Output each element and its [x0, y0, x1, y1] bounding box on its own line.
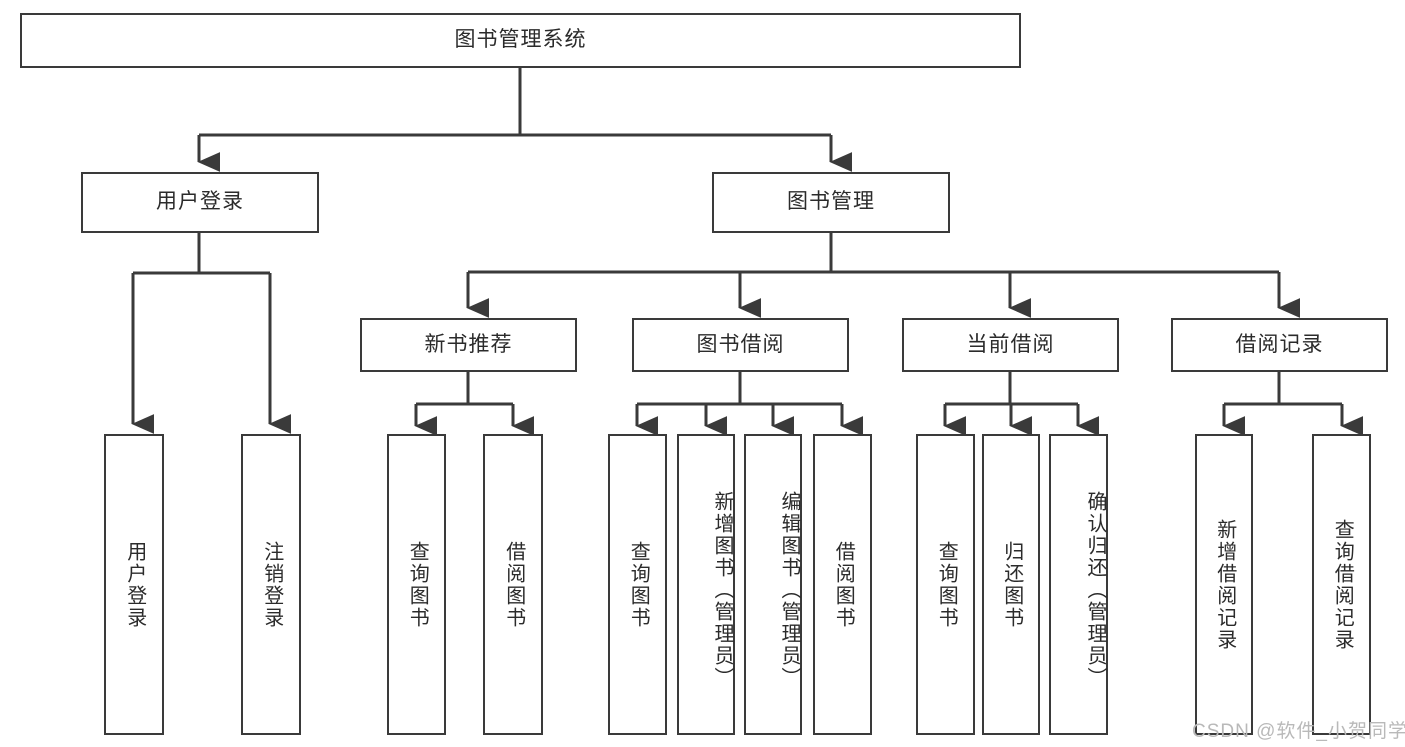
node-user-login[interactable]: 用户登录	[81, 172, 319, 233]
leaf-logout-login[interactable]: 注销登录	[241, 434, 301, 735]
node-label: 新增图书（管理员）	[711, 490, 733, 689]
node-current-borrow[interactable]: 当前借阅	[902, 318, 1119, 372]
leaf-borrow-book[interactable]: 借阅图书	[813, 434, 872, 735]
node-label: 图书借阅	[696, 332, 785, 356]
leaf-edit-book-admin[interactable]: 编辑图书（管理员）	[744, 434, 802, 735]
node-label: 用户登录	[156, 190, 244, 214]
node-label: 图书管理	[787, 190, 875, 214]
node-label: 查询图书	[406, 540, 429, 629]
node-label: 图书管理系统	[454, 28, 587, 52]
node-label: 用户登录	[123, 540, 146, 629]
leaf-query-book-borrow[interactable]: 查询图书	[608, 434, 667, 735]
node-label: 查询借阅记录	[1331, 518, 1354, 651]
leaf-user-login[interactable]: 用户登录	[104, 434, 164, 735]
node-borrow-record[interactable]: 借阅记录	[1171, 318, 1388, 372]
leaf-add-borrow-record[interactable]: 新增借阅记录	[1195, 434, 1253, 735]
node-label: 查询图书	[627, 540, 650, 629]
leaf-query-book-recommend[interactable]: 查询图书	[387, 434, 446, 735]
leaf-add-book-admin[interactable]: 新增图书（管理员）	[677, 434, 735, 735]
leaf-query-book-current[interactable]: 查询图书	[916, 434, 975, 735]
node-label: 编辑图书（管理员）	[778, 490, 800, 689]
csdn-watermark: CSDN @软件_小贺同学	[1192, 721, 1405, 742]
node-book-management[interactable]: 图书管理	[712, 172, 950, 233]
node-label: 查询图书	[935, 540, 958, 629]
node-label: 注销登录	[260, 540, 283, 629]
node-label: 借阅图书	[502, 540, 525, 629]
node-root-book-management-system[interactable]: 图书管理系统	[20, 13, 1021, 68]
node-label: 归还图书	[1000, 540, 1023, 629]
node-label: 借阅记录	[1235, 332, 1324, 356]
leaf-confirm-return-admin[interactable]: 确认归还（管理员）	[1049, 434, 1108, 735]
node-label: 借阅图书	[832, 540, 855, 629]
node-label: 确认归还（管理员）	[1084, 490, 1106, 689]
leaf-query-borrow-record[interactable]: 查询借阅记录	[1312, 434, 1371, 735]
node-label: 当前借阅	[966, 332, 1055, 356]
node-label: 新增借阅记录	[1213, 518, 1236, 651]
node-label: 新书推荐	[424, 332, 513, 356]
leaf-return-book[interactable]: 归还图书	[982, 434, 1040, 735]
leaf-borrow-book-recommend[interactable]: 借阅图书	[483, 434, 543, 735]
node-book-borrow[interactable]: 图书借阅	[632, 318, 849, 372]
node-new-book-recommend[interactable]: 新书推荐	[360, 318, 577, 372]
